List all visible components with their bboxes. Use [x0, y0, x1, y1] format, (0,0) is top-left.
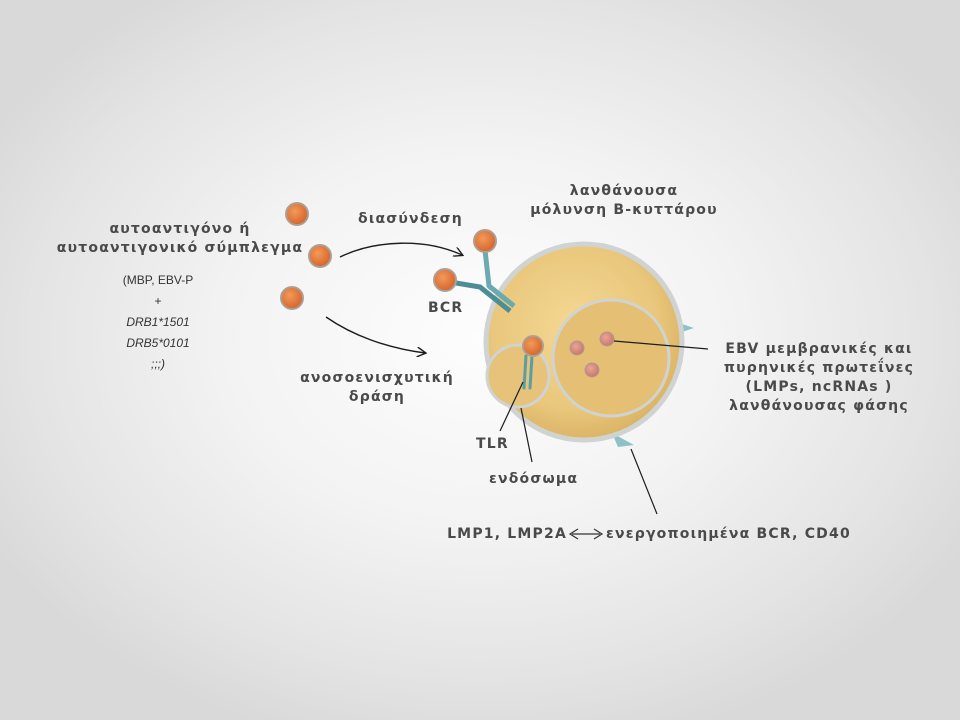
lmp-leader — [630, 448, 658, 515]
endosome-antigen — [522, 335, 544, 357]
bcr-antigen-top — [473, 229, 497, 253]
ebv-nuclear-protein — [584, 362, 600, 378]
immunostimulatory-arrow — [325, 316, 425, 353]
ebv-nuclear-protein — [599, 331, 615, 347]
ebv-proteins-label: EBV μεμβρανικές και πυρηνικές πρωτεΐνες … — [723, 341, 915, 414]
lmp-label: LMP1, LMP2A — [447, 526, 567, 542]
nucleus — [551, 298, 671, 418]
activated-receptors-label: ενεργοποιημένα BCR, CD40 — [606, 526, 851, 542]
autoantigen-examples: (MBP, EBV-P + DRB1*1501 DRB5*0101 ;;;) — [122, 273, 194, 371]
tlr-leader — [499, 381, 524, 432]
crosslinking-arrow — [339, 242, 462, 258]
bcr-receptor — [482, 249, 516, 308]
autoantigen-label: αυτοαντιγόνο ή αυτοαντιγονικό σύμπλεγμα — [56, 221, 304, 256]
tlr-receptor — [522, 354, 534, 390]
ebv-proteins-leader — [613, 340, 709, 350]
bcr-antigen-left — [433, 268, 457, 292]
crosslinking-label: διασύνδεση — [358, 211, 463, 227]
bcr-receptor — [449, 279, 512, 313]
antigen-particle-3 — [280, 286, 304, 310]
bcr-label: BCR — [428, 300, 464, 316]
endosome-leader — [520, 407, 533, 463]
endosome — [485, 343, 551, 409]
latent-infection-label: λανθάνουσα μόλυνση Β-κυττάρου — [530, 183, 718, 218]
ebv-nuclear-protein — [569, 340, 585, 356]
tlr-label: TLR — [476, 436, 509, 452]
antigen-particle-1 — [285, 202, 309, 226]
antigen-particle-2 — [308, 244, 332, 268]
immunostimulatory-label: ανοσοενισχυτική δράση — [300, 370, 454, 405]
double-arrow-head-right — [593, 528, 604, 540]
double-arrow-head-left — [568, 528, 579, 540]
endosome-label: ενδόσωμα — [489, 471, 579, 487]
